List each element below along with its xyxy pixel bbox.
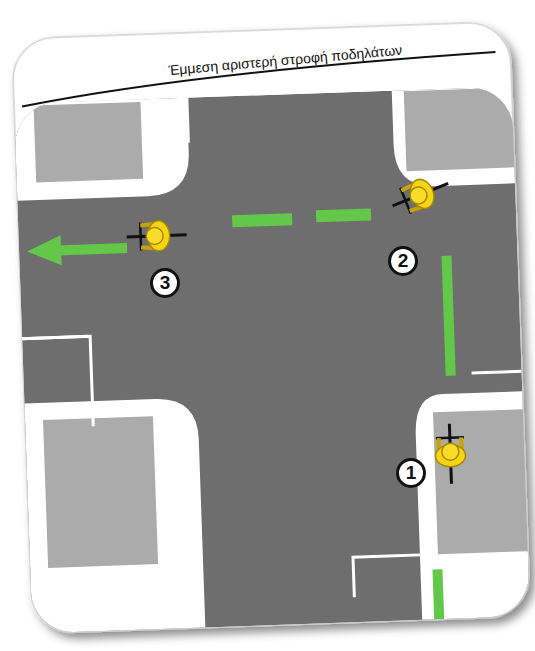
callout-number: 2 <box>388 246 418 276</box>
callout-number: 3 <box>150 268 180 298</box>
callout-number: 1 <box>396 458 426 488</box>
